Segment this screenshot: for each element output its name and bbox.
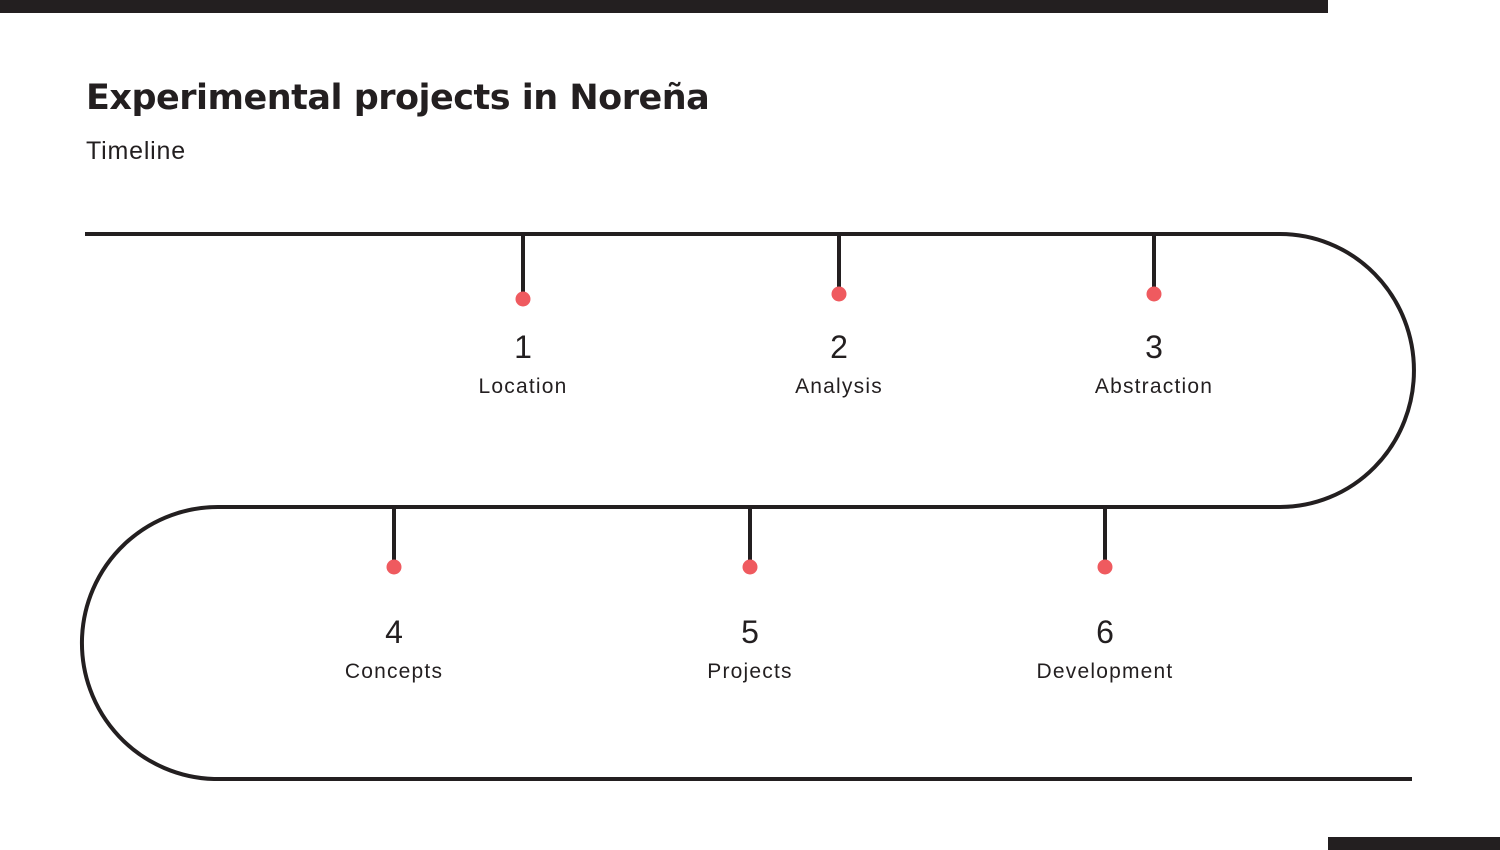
- step-number: 3: [1145, 329, 1163, 365]
- page-title: Experimental projects in Noreña: [86, 78, 710, 118]
- step-1-dot: [515, 291, 531, 307]
- page-subtitle: Timeline: [86, 137, 186, 165]
- timeline-step-5: 5 Projects: [630, 614, 870, 684]
- step-number: 5: [741, 614, 759, 650]
- step-label: Abstraction: [1094, 375, 1214, 398]
- step-3-dot: [1146, 286, 1162, 302]
- timeline-step-3: 3 Abstraction: [1034, 329, 1274, 399]
- step-label: Projects: [707, 660, 793, 683]
- step-number: 2: [830, 329, 848, 365]
- timeline-path: [80, 232, 1416, 781]
- step-2-dot: [831, 286, 847, 302]
- step-number: 1: [514, 329, 532, 365]
- timeline-step-6: 6 Development: [985, 614, 1225, 684]
- step-label: Concepts: [344, 660, 444, 683]
- timeline-step-2: 2 Analysis: [719, 329, 959, 399]
- step-5-dot: [742, 559, 758, 575]
- timeline-step-1: 1 Location: [403, 329, 643, 399]
- timeline-step-4: 4 Concepts: [274, 614, 514, 684]
- step-label: Development: [1036, 660, 1174, 683]
- step-4-dot: [386, 559, 402, 575]
- top-accent-bar: [0, 0, 1328, 13]
- step-number: 4: [385, 614, 403, 650]
- bottom-accent-bar: [1328, 837, 1500, 850]
- step-number: 6: [1096, 614, 1114, 650]
- step-6-dot: [1097, 559, 1113, 575]
- step-label: Location: [478, 375, 568, 398]
- step-label: Analysis: [795, 375, 883, 398]
- timeline-ticks: [386, 236, 1162, 575]
